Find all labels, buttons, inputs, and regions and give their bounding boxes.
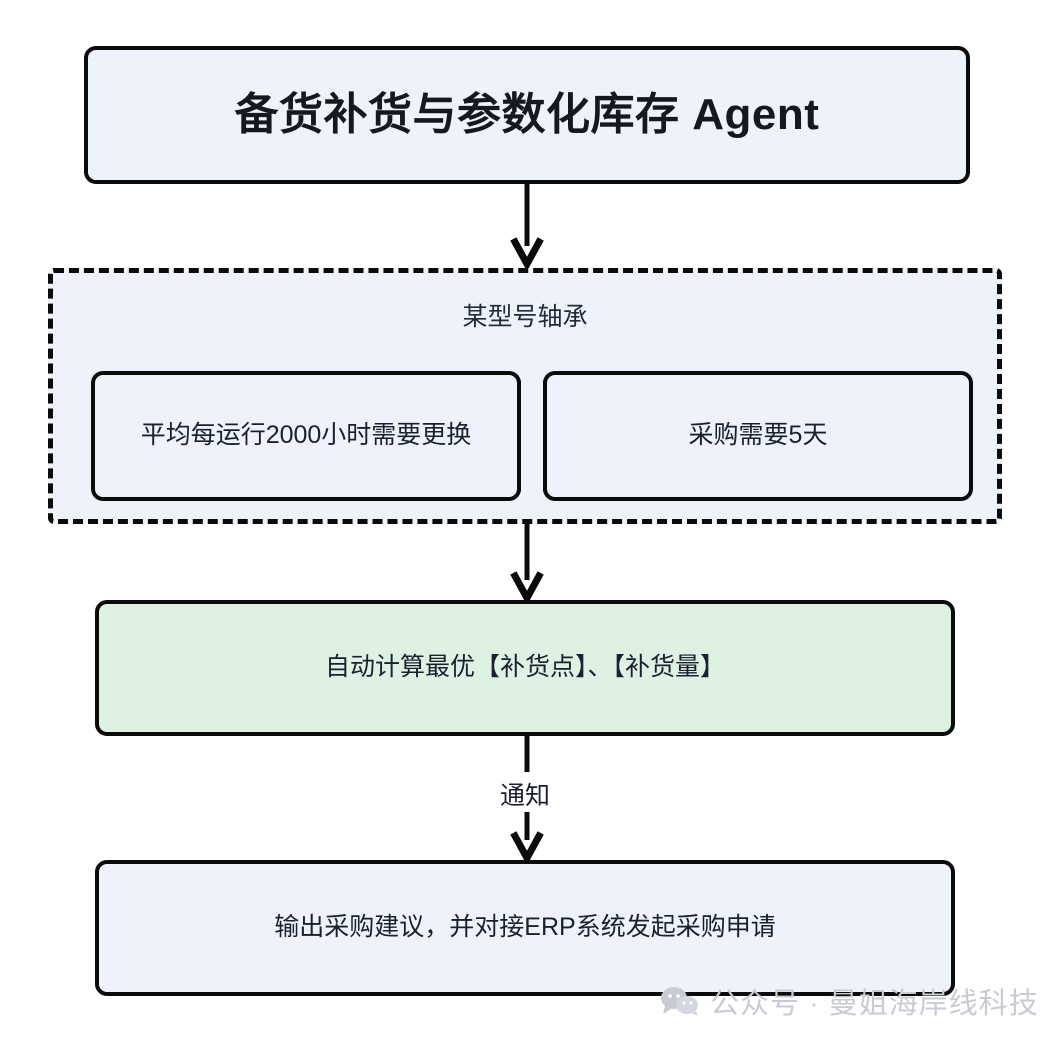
arrow-group-to-compute [510,524,544,600]
node-replacement-interval-label: 平均每运行2000小时需要更换 [140,421,472,450]
node-title-agent[interactable]: 备货补货与参数化库存 Agent [84,46,970,184]
node-compute-optimal-params-label: 自动计算最优【补货点】、【补货量】 [324,653,725,682]
node-output-purchase-request-label: 输出采购建议，并对接ERP系统发起采购申请 [274,913,776,942]
edge-label-notify: 通知 [499,782,550,810]
node-replacement-interval[interactable]: 平均每运行2000小时需要更换 [91,371,521,501]
node-output-purchase-request[interactable]: 输出采购建议，并对接ERP系统发起采购申请 [95,860,955,996]
arrow-compute-to-output-lower [510,812,544,860]
node-compute-optimal-params[interactable]: 自动计算最优【补货点】、【补货量】 [95,600,955,736]
arrow-title-to-group [510,184,544,268]
group-bearing-spec-label: 某型号轴承 [462,303,588,331]
node-title-agent-label: 备货补货与参数化库存 Agent [234,90,820,140]
node-procurement-leadtime-label: 采购需要5天 [688,421,828,450]
group-bearing-spec: 某型号轴承 平均每运行2000小时需要更换 采购需要5天 [48,268,1002,524]
node-procurement-leadtime[interactable]: 采购需要5天 [543,371,973,501]
arrow-compute-to-output-upper [524,736,530,772]
